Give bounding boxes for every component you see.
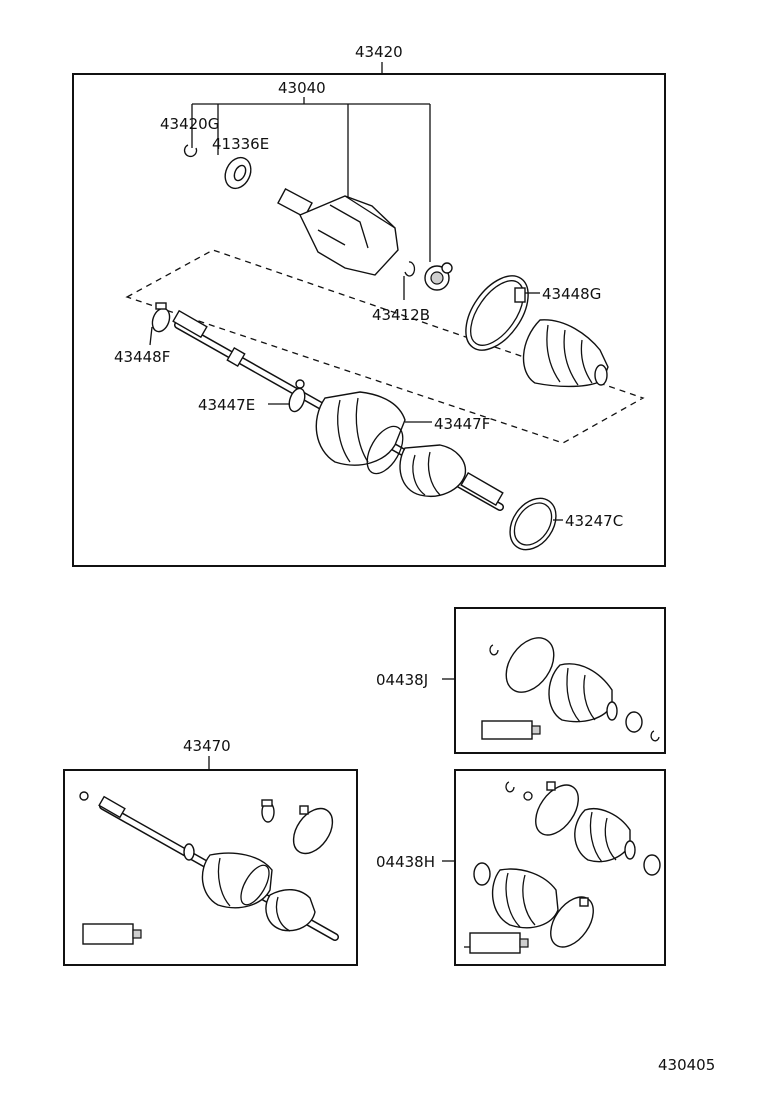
boot-kit-j-frame [454,607,666,754]
clamp-e-part [288,379,306,413]
inner-joint-part [277,187,399,276]
label-clamp-e[interactable]: 43447E [198,396,255,414]
assembly-lower-parts [79,791,339,945]
clip-g-part [183,144,198,158]
label-clip-g[interactable]: 43420G [160,115,219,133]
label-clamp-boot-f[interactable]: 43447F [434,415,490,433]
leader-joint-inner [191,97,431,262]
label-seal-e[interactable]: 41336E [212,135,269,153]
label-assembly-top[interactable]: 43420 [355,43,403,61]
label-clamp-f[interactable]: 43448F [114,348,170,366]
tripod-part [424,262,453,291]
assembly-lower-frame [63,769,358,966]
label-boot-kit-j[interactable]: 04438J [376,671,428,689]
inner-boot-part [315,391,406,475]
label-assembly-lower[interactable]: 43470 [183,737,231,755]
seal-e-part [224,156,252,190]
snap-ring-b-part [404,261,416,277]
label-joint-inner[interactable]: 43040 [278,79,326,97]
ring-c-part [509,497,557,551]
label-diagram-code: 430405 [658,1056,715,1074]
clamp-f-part [151,302,171,333]
label-boot-kit-h[interactable]: 04438H [376,853,435,871]
leader-clamp-f [149,326,153,346]
label-snap-ring-b[interactable]: 43412B [372,306,430,324]
outer-boot-part [522,319,609,388]
boot-kit-j-parts [481,637,660,742]
boot-kit-h-parts [464,781,661,954]
outer-joint-part [399,444,467,497]
label-clamp-g[interactable]: 43448G [542,285,601,303]
label-ring-c[interactable]: 43247C [565,512,623,530]
boot-kit-outline [125,249,645,444]
assembly-top-frame [72,73,666,567]
boot-kit-h-frame [454,769,666,966]
clamp-g-part [465,275,529,351]
